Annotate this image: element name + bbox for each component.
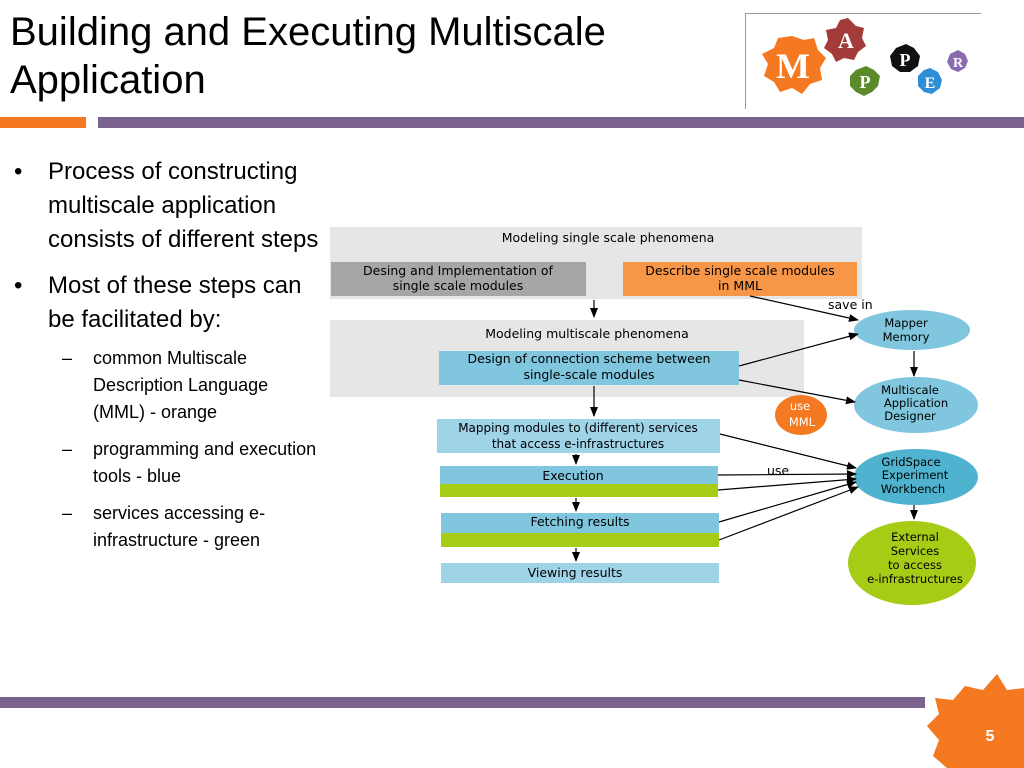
ellipse-gridspace-line2: Experiment	[882, 468, 949, 482]
box-mapping-modules	[437, 419, 720, 453]
logo-badge-m	[762, 36, 826, 94]
box-connection-scheme-line2: single-scale modules	[523, 367, 654, 382]
ellipse-app-designer	[854, 377, 978, 433]
ellipse-mapper-memory-line1: Mapper	[884, 316, 928, 330]
box-design-implementation-line1: Desing and Implementation of	[363, 263, 553, 278]
ellipse-external-line1: External	[891, 530, 939, 544]
header-rule	[98, 117, 1024, 128]
ellipse-mapper-memory-line2: Memory	[883, 330, 930, 344]
sub-bullet-dash: –	[62, 503, 73, 523]
slide-title: Building and Executing Multiscale Applic…	[10, 10, 606, 102]
logo-letter-m: M	[776, 46, 810, 86]
ellipse-use-mml-line2: MML	[789, 415, 816, 429]
ellipse-app-designer-line3: Designer	[884, 409, 936, 423]
page-number-badge	[927, 674, 1024, 768]
box-design-implementation-line2: single scale modules	[393, 278, 524, 293]
footer-rule	[0, 697, 925, 708]
sub-bullet-dash: –	[62, 439, 73, 459]
ellipse-gridspace	[854, 449, 978, 505]
arrow-connection-to-memory	[738, 332, 859, 367]
box-describe-modules-line2: in MML	[718, 278, 762, 293]
arrow-describe-to-memory	[749, 295, 859, 322]
sub-bullet-item: –common Multiscale Description Language …	[48, 345, 320, 426]
ellipse-external-line2: Services	[891, 544, 940, 558]
bullet-text: Process of constructing multiscale appli…	[48, 158, 319, 253]
box-viewing	[441, 563, 719, 583]
arrow-fetching-to-gridspace	[718, 480, 857, 523]
bullet-list: • Process of constructing multiscale app…	[10, 155, 320, 566]
page-number: 5	[985, 728, 995, 745]
page-number-badge-shape	[927, 674, 1024, 768]
box-describe-modules-line1: Describe single scale modules	[645, 263, 834, 278]
arrow-mapping-to-gridspace	[719, 433, 857, 470]
header-rule-accent	[0, 117, 86, 128]
box-viewing-label: Viewing results	[528, 565, 623, 580]
bullet-dot: •	[14, 158, 23, 185]
logo-badge-p2	[890, 44, 920, 72]
ellipse-external-line4: e-infrastructures	[867, 572, 963, 586]
logo-badge-a	[824, 18, 866, 62]
group-single-scale-label: Modeling single scale phenomena	[502, 230, 715, 245]
ellipse-mapper-memory	[854, 310, 970, 350]
logo-letter-e: E	[925, 75, 936, 92]
group-multiscale-label: Modeling multiscale phenomena	[485, 326, 689, 341]
arrow-execution-green-to-gridspace	[717, 475, 857, 491]
logo-letter-p1: P	[860, 72, 871, 92]
box-connection-scheme-line1: Design of connection scheme between	[468, 351, 711, 366]
save-in-label: save in	[828, 297, 873, 312]
logo-badge-e	[918, 68, 942, 94]
logo-letter-p2: P	[900, 50, 911, 70]
sub-bullet-item: –services accessing e-infrastructure - g…	[48, 500, 320, 554]
box-fetching	[441, 513, 719, 533]
box-execution-label: Execution	[542, 468, 603, 483]
sub-bullet-text: services accessing e-infrastructure - gr…	[93, 503, 266, 550]
sub-bullet-item: –programming and execution tools - blue	[48, 436, 320, 490]
mapper-logo-graphic: M A P P E R	[762, 18, 968, 96]
box-execution	[440, 466, 718, 484]
ellipse-external-services	[848, 521, 976, 605]
bullet-item: • Most of these steps can be facilitated…	[10, 269, 320, 554]
sub-bullet-text: programming and execution tools - blue	[93, 439, 317, 486]
ellipse-use-mml-line1: use	[790, 399, 810, 413]
ellipse-use-mml	[775, 395, 827, 435]
arrow-fetching-green-to-gridspace	[718, 486, 859, 541]
sub-bullet-text: common Multiscale Description Language (…	[93, 348, 269, 422]
arrow-execution-to-gridspace	[717, 470, 857, 479]
box-mapping-modules-line1: Mapping modules to (different) services	[458, 421, 698, 435]
box-design-implementation	[331, 262, 586, 296]
box-execution-green	[440, 484, 718, 497]
ellipse-app-designer-line2: Application	[884, 396, 948, 410]
sub-bullet-list: –common Multiscale Description Language …	[48, 345, 320, 554]
ellipse-gridspace-line3: Workbench	[881, 482, 945, 496]
logo-badge-p1	[850, 66, 880, 96]
box-connection-scheme	[439, 351, 739, 385]
box-mapping-modules-line2: that access e-infrastructures	[492, 437, 664, 451]
sub-bullet-dash: –	[62, 348, 73, 368]
box-fetching-label: Fetching results	[530, 514, 629, 529]
ellipse-external-line3: to access	[888, 558, 942, 572]
box-describe-modules	[623, 262, 857, 296]
logo-letter-r: R	[953, 56, 964, 71]
bullet-item: • Process of constructing multiscale app…	[10, 155, 320, 257]
bullet-text: Most of these steps can be facilitated b…	[48, 272, 302, 333]
arrow-connection-to-designer	[738, 379, 856, 405]
logo-badge-r	[947, 50, 968, 72]
ellipse-app-designer-line1: Multiscale	[881, 383, 939, 397]
mapper-logo: M A P P E R	[745, 13, 981, 109]
logo-letter-a: A	[838, 28, 854, 53]
use-label: use	[767, 463, 789, 478]
box-fetching-green	[441, 533, 719, 547]
ellipse-gridspace-line1: GridSpace	[881, 455, 940, 469]
bullet-dot: •	[14, 272, 23, 299]
